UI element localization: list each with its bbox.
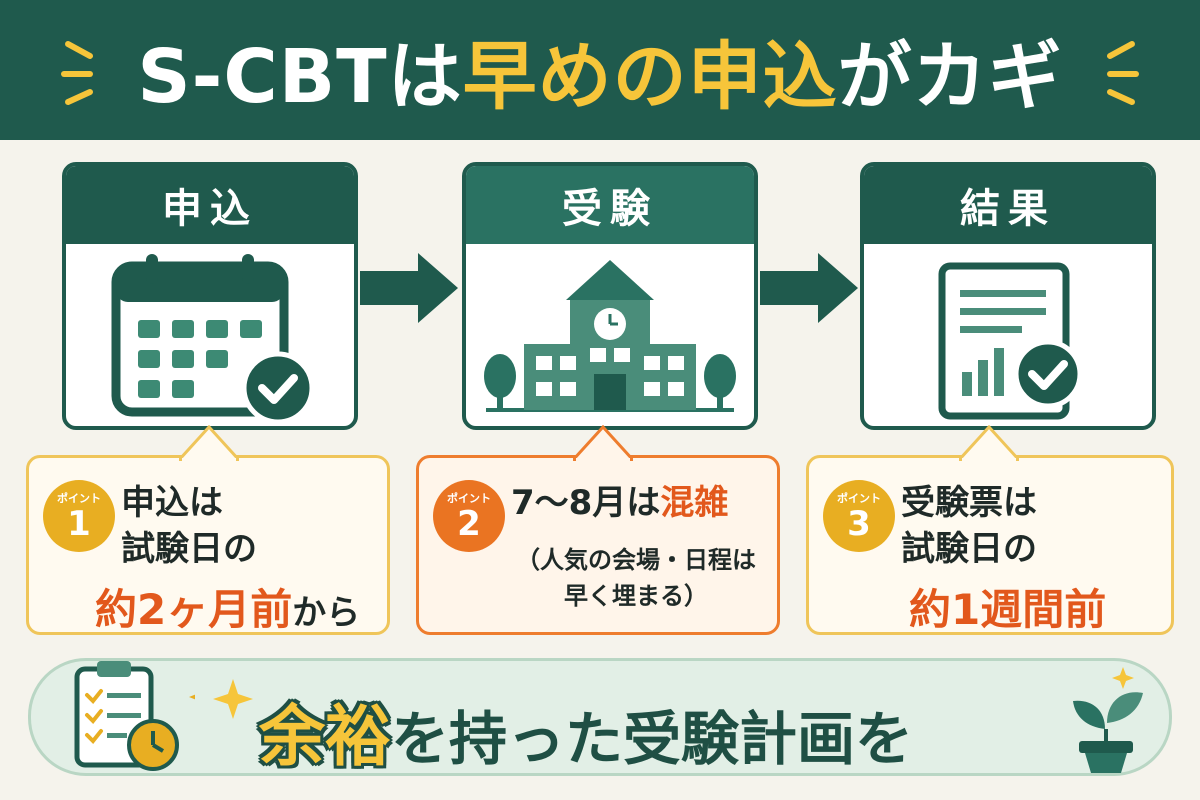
sparkle-icon (213, 679, 253, 719)
point-emphasis: 約1週間前 (909, 585, 1107, 634)
result-report-icon (938, 262, 1083, 420)
arrow-right-icon (760, 253, 858, 323)
point-text: 申込は 試験日の (121, 483, 257, 569)
step-card-apply: 申込 (62, 162, 358, 430)
title-highlight: 早めの申込 (462, 33, 838, 120)
step-title: 受験 (466, 166, 754, 244)
point-note: （人気の会場・日程は 早く埋まる） (516, 546, 756, 610)
step-title: 結果 (864, 166, 1152, 244)
bubble-tail (179, 425, 239, 461)
left-spark-icon (61, 41, 93, 105)
point-bubble-3: ポイント 3 受験票は 試験日の 約1週間前 (806, 425, 1174, 635)
plant-pot-icon (1073, 667, 1143, 773)
header-banner: S-CBTは早めの申込がカギ (0, 0, 1200, 140)
point-bubble-1: ポイント 1 申込は 試験日の 約2ヶ月前から (26, 425, 390, 635)
step-card-result: 結果 (860, 162, 1156, 430)
bubble-tail (959, 425, 1019, 461)
footer-message: 余裕を持った受験計画を (259, 698, 914, 775)
point-bubble-2: ポイント 2 7〜8月は混雑 （人気の会場・日程は 早く埋まる） (416, 425, 780, 635)
clipboard-clock-icon (74, 661, 195, 771)
arrow-right-icon (360, 253, 458, 323)
point-badge: ポイント 1 (43, 480, 115, 552)
right-spark-icon (1107, 41, 1139, 105)
step-card-exam: 受験 (462, 162, 758, 430)
bubble-tail (573, 425, 633, 461)
page-title: S-CBTは早めの申込がカギ (137, 33, 1063, 120)
step-title: 申込 (66, 166, 354, 244)
footer-banner: 余裕を持った受験計画を (28, 658, 1172, 776)
school-building-icon (484, 260, 736, 412)
point-emphasis: 約2ヶ月前から (95, 585, 361, 634)
point-text: 受験票は 試験日の (901, 483, 1037, 569)
point-text: 7〜8月は混雑 (511, 483, 729, 523)
point-badge: ポイント 2 (433, 480, 505, 552)
calendar-check-icon (111, 254, 315, 425)
point-badge: ポイント 3 (823, 480, 895, 552)
